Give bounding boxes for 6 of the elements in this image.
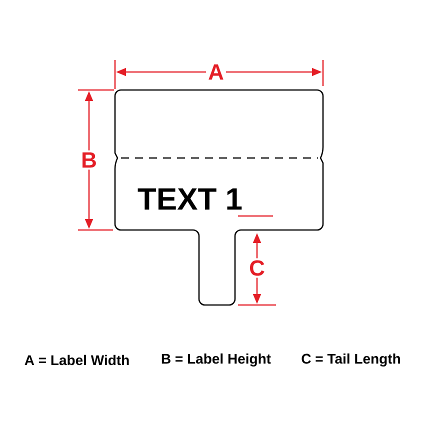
- legend-text: B = Label Height: [162, 353, 271, 367]
- legend-text: C = Tail Length: [302, 353, 400, 367]
- dimension-letter: A: [206, 62, 226, 82]
- dimension-letter: C: [247, 258, 267, 278]
- legend-text: A = Label Width: [24, 354, 129, 366]
- dimension-letter: B: [79, 150, 99, 170]
